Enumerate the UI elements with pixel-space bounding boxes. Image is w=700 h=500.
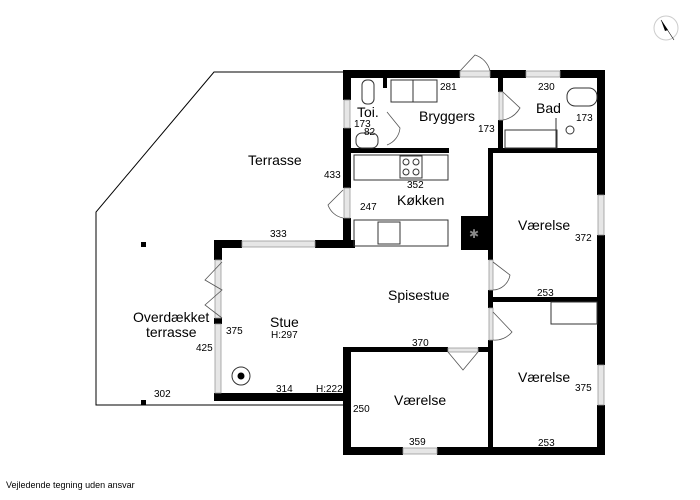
shower-icon [565, 125, 575, 135]
room-label-toilet: Toi. [357, 104, 379, 120]
dim-label: 372 [575, 233, 592, 244]
dim-label: 302 [154, 389, 171, 400]
bath-sink-icon [504, 129, 558, 149]
room-height-stue: H:297 [271, 330, 298, 341]
chimney-icon: ✱ [469, 227, 479, 241]
disclaimer: Vejledende tegning uden ansvar [6, 480, 135, 490]
dim-label: 82 [364, 127, 376, 138]
dim-label: 173 [354, 119, 371, 130]
dim-label: 359 [409, 437, 426, 448]
stove-icon [399, 155, 423, 179]
dim-label: 230 [538, 82, 555, 93]
kitchen-sink-icon [377, 221, 401, 245]
dim-label: 425 [196, 343, 213, 354]
compass-icon [653, 15, 679, 41]
dim-label: 314 [276, 384, 293, 395]
room-label-bad: Bad [536, 100, 561, 116]
post [141, 400, 146, 405]
dim-label: 333 [270, 229, 287, 240]
room-label-vaerelse-s: Værelse [394, 392, 446, 408]
dim-label: 253 [537, 288, 554, 299]
dim-label: 352 [407, 180, 424, 191]
post [141, 242, 146, 247]
room-label-spisestue: Spisestue [388, 287, 450, 303]
room-label-vaerelse-se: Værelse [518, 369, 570, 385]
room-label-stue: Stue [270, 314, 299, 330]
room-label-bryggers: Bryggers [419, 108, 475, 124]
room-label-koekken: Køkken [397, 192, 444, 208]
dim-label: 253 [538, 438, 555, 449]
dim-label: 281 [440, 82, 457, 93]
toilet-icon [361, 79, 375, 105]
dim-label: 173 [478, 124, 495, 135]
dim-label: 375 [226, 326, 243, 337]
washer-icon [390, 79, 414, 103]
bath-toilet-icon [566, 87, 598, 107]
dim-label: 250 [353, 404, 370, 415]
fixtures: ✱ [231, 79, 598, 386]
dim-label: 173 [576, 113, 593, 124]
dim-label: 433 [324, 170, 341, 181]
sink-icon [355, 132, 379, 149]
room-label-terrasse: Terrasse [248, 152, 302, 168]
wardrobe-icon [550, 301, 598, 325]
stove-fireplace-icon [231, 366, 251, 386]
terrace-outline [95, 71, 351, 406]
dim-label: 247 [360, 202, 377, 213]
walls [214, 70, 605, 455]
dim-label: 375 [575, 383, 592, 394]
room-label-vaerelse-ne: Værelse [518, 217, 570, 233]
dim-label: H:222 [316, 384, 343, 395]
dim-label: 370 [412, 338, 429, 349]
room-label-overdaekket-2: terrasse [146, 324, 197, 340]
doors [204, 54, 521, 371]
room-label-overdaekket: Overdækket [133, 309, 209, 325]
